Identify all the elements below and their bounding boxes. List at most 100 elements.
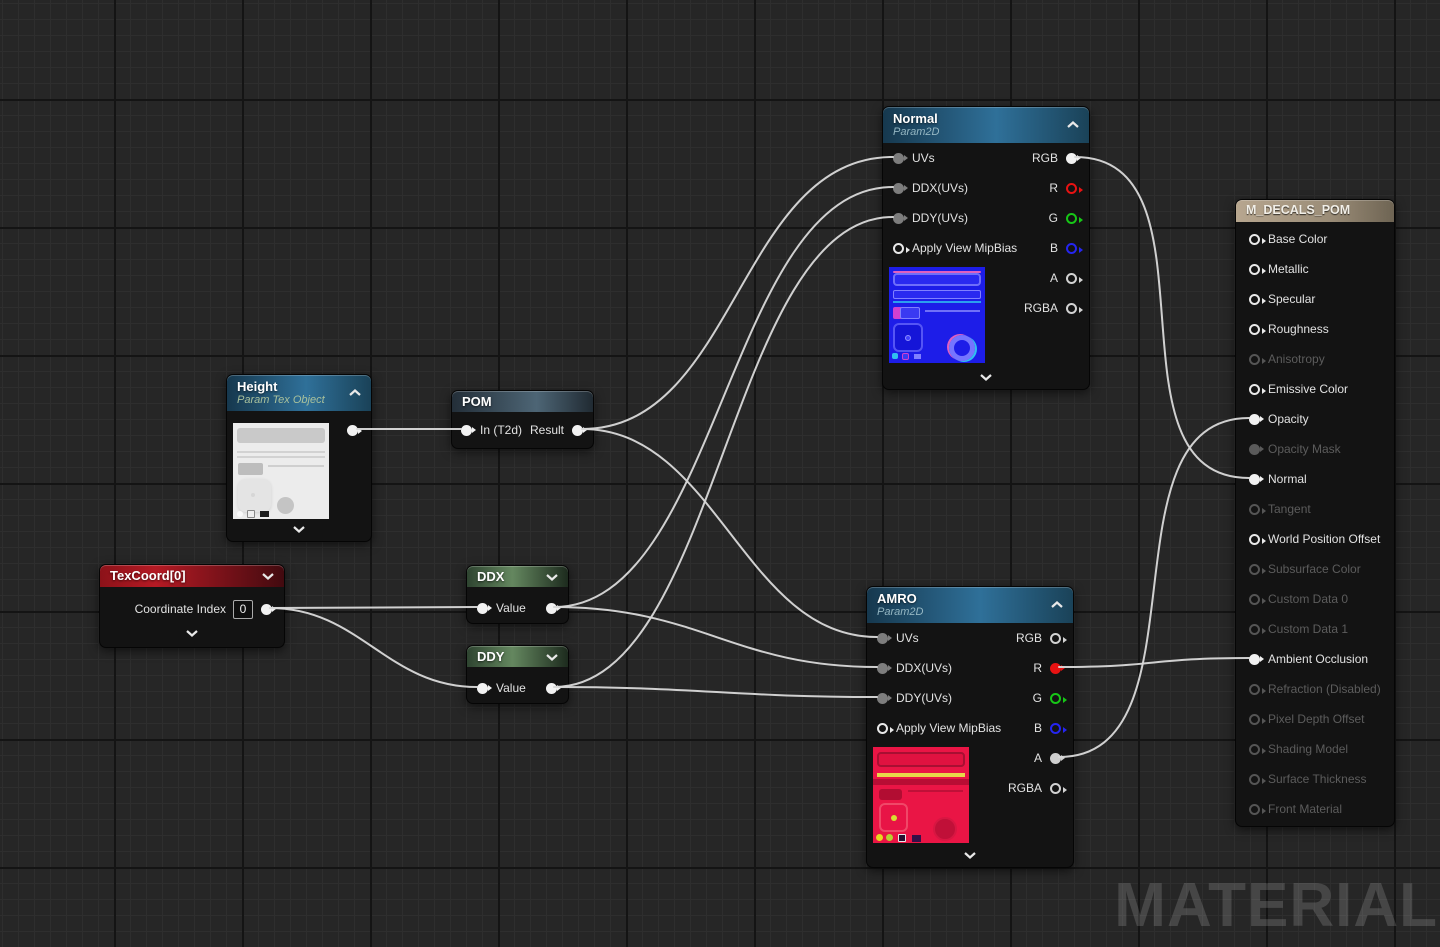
input-pin-anisotropy[interactable] — [1249, 353, 1266, 365]
input-pin-ddx-uvs[interactable] — [893, 182, 908, 194]
input-pin-apply-view-mipbias[interactable] — [877, 722, 894, 734]
node-height-param-tex-object[interactable]: Height Param Tex Object — [226, 374, 372, 542]
wire-ddx-to-normal[interactable] — [553, 186, 894, 608]
input-pin-in-t2d[interactable] — [461, 424, 476, 436]
output-pin-result[interactable] — [572, 424, 587, 436]
expand-down-icon[interactable] — [292, 525, 306, 533]
wire-ddx-to-amro[interactable] — [553, 606, 878, 668]
material-input-row: Emissive Color — [1249, 379, 1348, 399]
output-pin-a[interactable] — [1050, 752, 1065, 764]
input-pin-ddy-uvs[interactable] — [893, 212, 908, 224]
output-pin-g[interactable] — [1066, 212, 1083, 224]
wire-amro-a-to-opacity[interactable] — [1058, 417, 1250, 758]
collapse-up-icon[interactable] — [1066, 121, 1080, 129]
node-amro-param2d[interactable]: AMRO Param2D UVs DDX(UVs) DDY(UVs) Apply… — [866, 586, 1074, 868]
output-pin-ddy[interactable] — [546, 682, 561, 694]
output-pin-g[interactable] — [1050, 692, 1067, 704]
coordinate-index-input[interactable]: 0 — [233, 599, 253, 619]
node-ddx-header[interactable]: DDX — [467, 566, 568, 587]
input-pin-opacity[interactable] — [1249, 413, 1264, 425]
pin-row: A — [1034, 748, 1065, 768]
collapse-down-icon[interactable] — [261, 572, 275, 580]
wire-normal-rgb-to-material-normal[interactable] — [1074, 156, 1250, 479]
output-pin-b[interactable] — [1050, 722, 1067, 734]
normal-map-preview — [889, 267, 985, 363]
input-pin-opacity-mask[interactable] — [1249, 443, 1264, 455]
input-pin-shading-model[interactable] — [1249, 743, 1266, 755]
input-pin-normal[interactable] — [1249, 473, 1264, 485]
pin-label: Pixel Depth Offset — [1268, 712, 1365, 726]
node-amro-header[interactable]: AMRO Param2D — [867, 587, 1073, 623]
input-pin-subsurface-color[interactable] — [1249, 563, 1266, 575]
pin-label: Opacity — [1268, 412, 1309, 426]
output-pin-rgba[interactable] — [1050, 782, 1067, 794]
material-input-row: Opacity — [1249, 409, 1309, 429]
collapse-up-icon[interactable] — [1050, 601, 1064, 609]
wire-ddy-to-normal[interactable] — [553, 216, 894, 688]
pin-label: Apply View MipBias — [896, 721, 1002, 735]
output-pin-b[interactable] — [1066, 242, 1083, 254]
node-ddx[interactable]: DDX Value — [466, 565, 569, 624]
output-pin-rgb[interactable] — [1066, 152, 1081, 164]
output-pin-texcoord[interactable] — [261, 603, 276, 615]
input-pin-front-material[interactable] — [1249, 803, 1266, 815]
material-input-row: Roughness — [1249, 319, 1329, 339]
input-pin-ddy-uvs[interactable] — [877, 692, 892, 704]
output-pin-a[interactable] — [1066, 272, 1083, 284]
input-pin-apply-view-mipbias[interactable] — [893, 242, 910, 254]
input-pin-uvs[interactable] — [877, 632, 892, 644]
wire-pom-to-normal-uvs[interactable] — [581, 156, 894, 430]
output-pin-ddx[interactable] — [546, 602, 561, 614]
input-pin-roughness[interactable] — [1249, 323, 1266, 335]
input-pin-emissive-color[interactable] — [1249, 383, 1266, 395]
collapse-down-icon[interactable] — [545, 653, 559, 661]
node-ddy[interactable]: DDY Value — [466, 645, 569, 704]
input-pin-value[interactable] — [477, 602, 492, 614]
expand-down-icon[interactable] — [979, 373, 993, 381]
material-node-header[interactable]: M_DECALS_POM — [1236, 200, 1394, 222]
expand-down-icon[interactable] — [185, 629, 199, 637]
node-title: POM — [462, 394, 492, 409]
collapse-up-icon[interactable] — [348, 389, 362, 397]
node-texcoord-header[interactable]: TexCoord[0] — [100, 565, 284, 587]
node-m-decals-pom[interactable]: M_DECALS_POM Base Color Metallic Specula… — [1235, 199, 1395, 827]
node-height-header[interactable]: Height Param Tex Object — [227, 375, 371, 411]
input-pin-world-position-offset[interactable] — [1249, 533, 1266, 545]
input-pin-base-color[interactable] — [1249, 233, 1266, 245]
expand-down-icon[interactable] — [963, 851, 977, 859]
output-pin-rgba[interactable] — [1066, 302, 1083, 314]
wire-texcoord-to-ddy[interactable] — [269, 607, 478, 688]
input-pin-custom-data-1[interactable] — [1249, 623, 1266, 635]
input-pin-surface-thickness[interactable] — [1249, 773, 1266, 785]
pin-label: Shading Model — [1268, 742, 1349, 756]
collapse-down-icon[interactable] — [545, 573, 559, 581]
node-pom-header[interactable]: POM — [452, 391, 593, 412]
input-pin-ambient-occlusion[interactable] — [1249, 653, 1264, 665]
input-pin-specular[interactable] — [1249, 293, 1266, 305]
node-texcoord-0[interactable]: TexCoord[0] Coordinate Index 0 — [99, 564, 285, 648]
node-subtitle: Param2D — [877, 606, 924, 618]
node-normal-param2d[interactable]: Normal Param2D UVs DDX(UVs) DDY(UVs) App… — [882, 106, 1090, 390]
input-pin-pixel-depth-offset[interactable] — [1249, 713, 1266, 725]
wire-texcoord-to-ddx[interactable] — [269, 606, 478, 609]
input-pin-refraction[interactable] — [1249, 683, 1266, 695]
node-pom[interactable]: POM In (T2d) Result — [451, 390, 594, 449]
output-pin-r[interactable] — [1066, 182, 1083, 194]
wire-ddy-to-amro[interactable] — [553, 686, 878, 698]
input-pin-value[interactable] — [477, 682, 492, 694]
output-pin-texture-object[interactable] — [347, 425, 362, 436]
input-pin-tangent[interactable] — [1249, 503, 1266, 515]
output-pin-rgb[interactable] — [1050, 632, 1067, 644]
input-pin-ddx-uvs[interactable] — [877, 662, 892, 674]
node-ddy-header[interactable]: DDY — [467, 646, 568, 667]
input-pin-custom-data-0[interactable] — [1249, 593, 1266, 605]
node-normal-header[interactable]: Normal Param2D — [883, 107, 1089, 143]
wire-amro-r-to-ambient-occlusion[interactable] — [1058, 657, 1250, 668]
output-pin-r[interactable] — [1050, 662, 1065, 674]
pin-label: In (T2d) — [480, 423, 523, 437]
input-pin-metallic[interactable] — [1249, 263, 1266, 275]
wire-pom-to-amro-uvs[interactable] — [581, 428, 878, 638]
input-pin-uvs[interactable] — [893, 152, 908, 164]
pin-row: R — [1033, 658, 1065, 678]
